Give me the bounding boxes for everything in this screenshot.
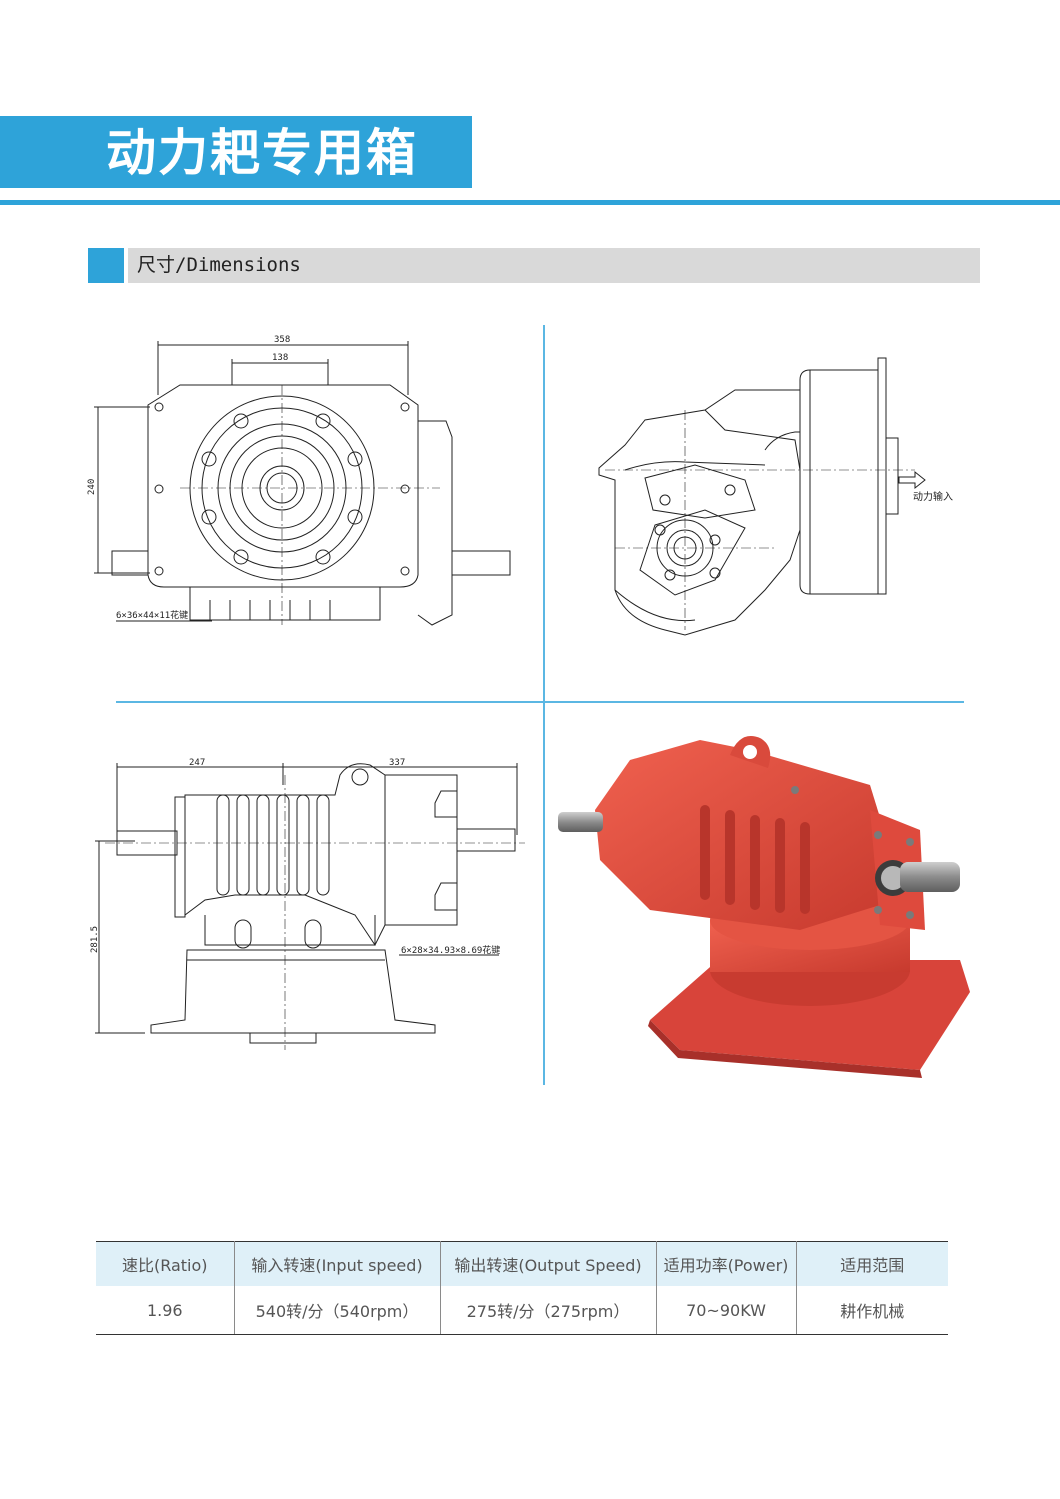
front-dim-holes: 138	[272, 353, 288, 363]
front-view-drawing: 358 138 240 6×36×44×11花键	[87, 335, 511, 626]
header-application: 适用范围	[796, 1241, 948, 1286]
top-view-drawing: 247 337 281.5 6×28×34.93×8.69花键	[90, 758, 525, 1050]
front-spline-note: 6×36×44×11花键	[116, 609, 188, 621]
table-row: 1.96 540转/分（540rpm） 275转/分（275rpm） 70~90…	[96, 1286, 948, 1335]
top-dim-left: 247	[189, 758, 205, 768]
cell-output-speed: 275转/分（275rpm）	[440, 1286, 657, 1335]
vertical-divider	[543, 325, 545, 1085]
top-dim-height: 281.5	[90, 926, 100, 953]
page-title: 动力耙专用箱	[106, 124, 418, 182]
cell-input-speed: 540转/分（540rpm）	[234, 1286, 441, 1335]
header-output-speed: 输出转速(Output Speed)	[440, 1241, 657, 1286]
top-dim-right: 337	[389, 758, 405, 768]
header-power: 适用功率(Power)	[656, 1241, 797, 1286]
horizontal-divider	[116, 701, 964, 703]
power-input-label: 动力输入	[913, 490, 953, 503]
title-rule	[0, 200, 1060, 205]
front-dim-height: 240	[87, 479, 97, 495]
section-title: 尺寸/Dimensions	[137, 254, 301, 276]
cell-ratio: 1.96	[96, 1286, 235, 1335]
title-banner	[0, 116, 472, 188]
header-ratio: 速比(Ratio)	[96, 1241, 235, 1286]
spec-table: 速比(Ratio) 输入转速(Input speed) 输出转速(Output …	[96, 1241, 948, 1335]
top-spline-note: 6×28×34.93×8.69花键	[401, 944, 500, 956]
section-marker	[88, 248, 124, 283]
side-view-drawing: 动力输入	[598, 357, 953, 636]
front-dim-width: 358	[274, 335, 290, 345]
gearbox-product-image	[558, 736, 970, 1078]
spec-table-header-row: 速比(Ratio) 输入转速(Input speed) 输出转速(Output …	[96, 1241, 948, 1286]
cell-power: 70~90KW	[656, 1286, 797, 1335]
section-bar	[128, 248, 980, 283]
header-input-speed: 输入转速(Input speed)	[234, 1241, 441, 1286]
cell-application: 耕作机械	[796, 1286, 948, 1335]
